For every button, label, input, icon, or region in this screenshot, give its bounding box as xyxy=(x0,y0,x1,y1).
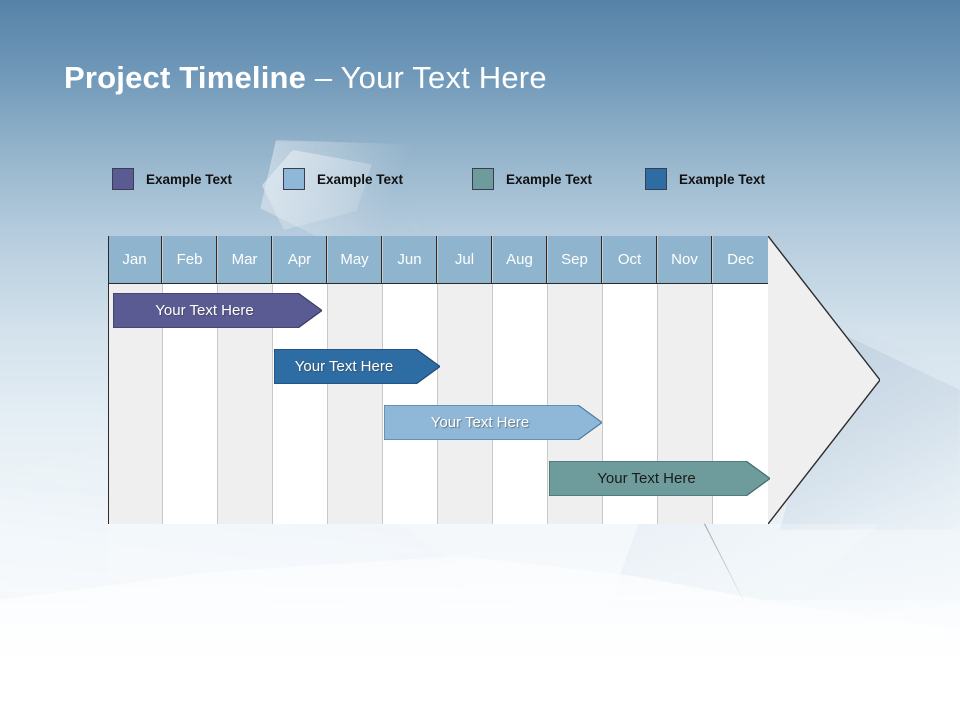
month-header-may[interactable]: May xyxy=(328,236,382,283)
month-header-oct[interactable]: Oct xyxy=(603,236,657,283)
task-bar-shape xyxy=(113,293,322,328)
task-bar-1[interactable]: Your Text Here xyxy=(113,293,322,328)
task-bar-shape xyxy=(384,405,602,440)
background-snow-foreground xyxy=(0,600,960,720)
legend-item-1: Example Text xyxy=(112,168,232,190)
legend-item-label: Example Text xyxy=(506,171,593,187)
legend-item-3: Example Text xyxy=(472,168,592,190)
month-column-aug: Aug xyxy=(493,236,548,524)
legend-item-label: Example Text xyxy=(146,171,233,187)
legend-item-2: Example Text xyxy=(283,168,403,190)
month-column-feb: Feb xyxy=(163,236,218,524)
task-bar-2[interactable]: Your Text Here xyxy=(274,349,440,384)
task-bar-label: Your Text Here xyxy=(597,470,696,487)
month-header-sep[interactable]: Sep xyxy=(548,236,602,283)
legend-swatch-icon xyxy=(472,168,494,190)
task-bar-4[interactable]: Your Text Here xyxy=(549,461,770,496)
legend-item-label: Example Text xyxy=(679,171,766,187)
legend-swatch-icon xyxy=(645,168,667,190)
month-column-mar: Mar xyxy=(218,236,273,524)
month-header-feb[interactable]: Feb xyxy=(163,236,217,283)
month-header-jun[interactable]: Jun xyxy=(383,236,437,283)
month-header-nov[interactable]: Nov xyxy=(658,236,712,283)
month-header-jul[interactable]: Jul xyxy=(438,236,492,283)
month-header-dec[interactable]: Dec xyxy=(713,236,768,283)
task-bar-shape xyxy=(549,461,770,496)
task-bar-shape xyxy=(274,349,440,384)
month-header-mar[interactable]: Mar xyxy=(218,236,272,283)
page-title-light: – Your Text Here xyxy=(306,60,547,95)
task-bar-label: Your Text Here xyxy=(294,358,394,375)
legend-swatch-icon xyxy=(283,168,305,190)
page-title: Project Timeline – Your Text Here xyxy=(64,60,547,96)
task-bar-3[interactable]: Your Text Here xyxy=(384,405,602,440)
month-header-jan[interactable]: Jan xyxy=(108,236,162,283)
chart-left-border xyxy=(108,236,110,524)
month-column-jul: Jul xyxy=(438,236,493,524)
legend-item-label: Example Text xyxy=(317,171,404,187)
legend-item-4: Example Text xyxy=(645,168,765,190)
month-header-aug[interactable]: Aug xyxy=(493,236,547,283)
legend-swatch-icon xyxy=(112,168,134,190)
page-title-bold: Project Timeline xyxy=(64,60,307,95)
task-bar-label: Your Text Here xyxy=(430,414,530,431)
legend: Example Text Example Text Example Text Exam… xyxy=(112,168,812,196)
month-header-apr[interactable]: Apr xyxy=(273,236,327,283)
month-column-jan: Jan xyxy=(108,236,163,524)
task-bar-label: Your Text Here xyxy=(155,302,254,319)
